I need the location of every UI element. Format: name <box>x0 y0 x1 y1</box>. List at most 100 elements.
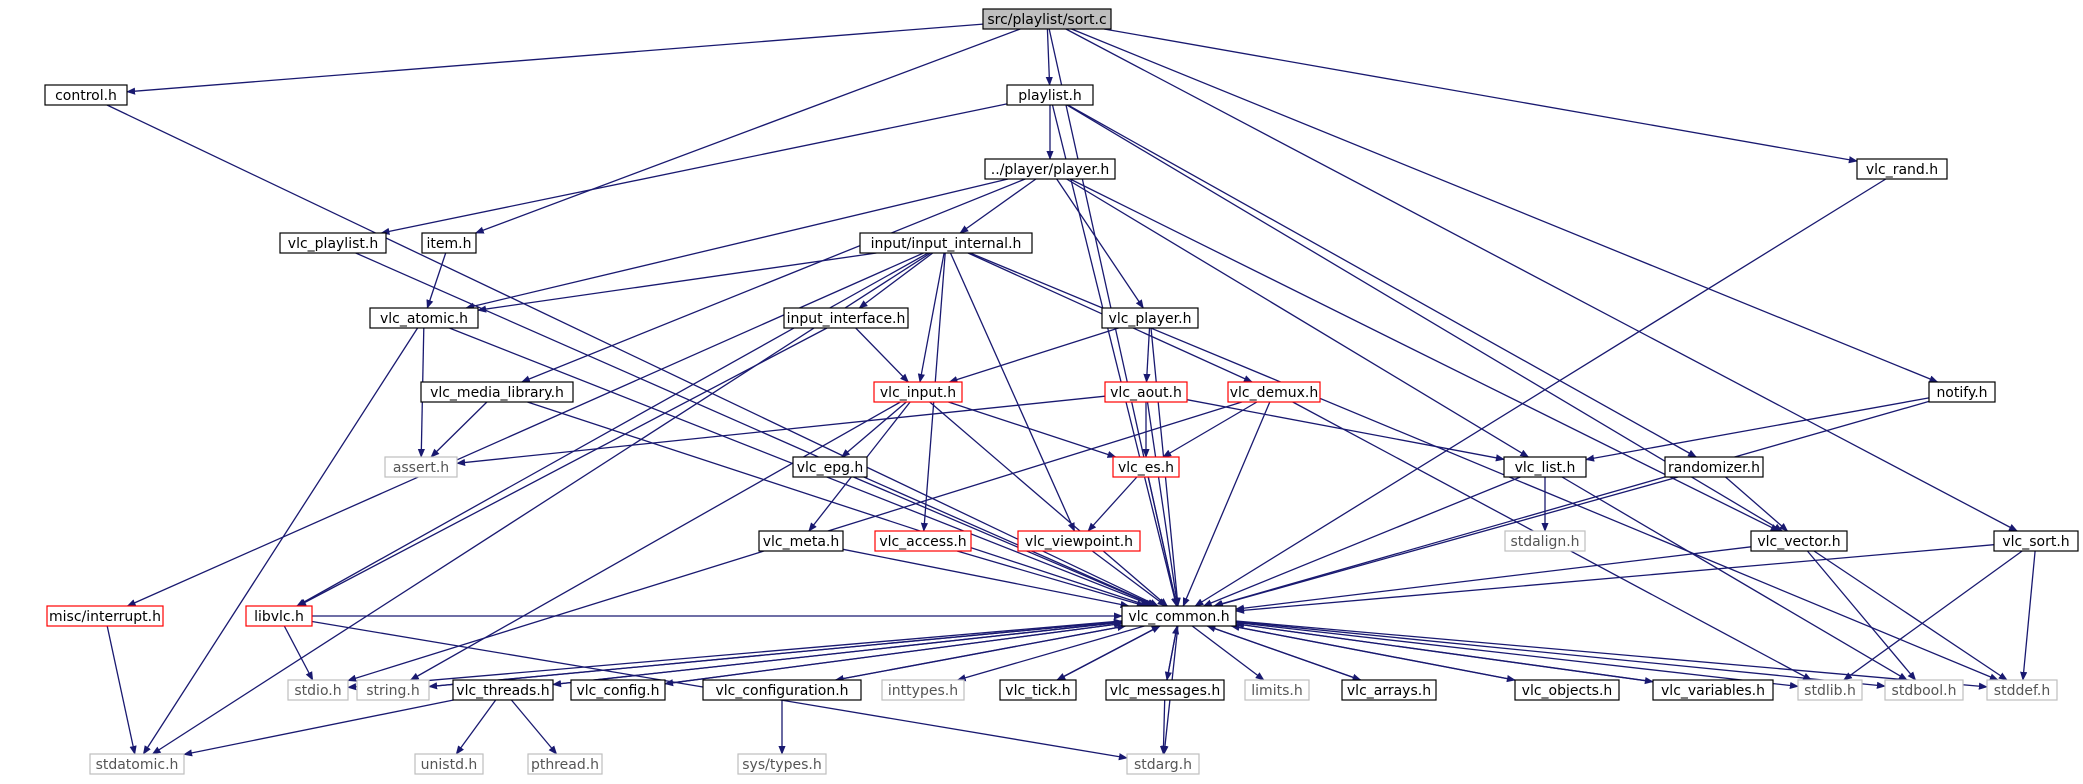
node-vlc-tick-h[interactable]: vlc_tick.h <box>999 679 1077 701</box>
node-label: sys/types.h <box>742 757 821 773</box>
edge-control_h-to-vlc_common_h <box>106 104 1159 607</box>
node-control-h[interactable]: control.h <box>44 84 128 106</box>
node-vlc-sort-h[interactable]: vlc_sort.h <box>1993 530 2079 552</box>
node-vlc-playlist-h[interactable]: vlc_playlist.h <box>279 232 387 254</box>
node-stddef-h[interactable]: stddef.h <box>1986 679 2058 701</box>
node-vlc-vector-h[interactable]: vlc_vector.h <box>1750 530 1848 552</box>
node-vlc-configuration-h[interactable]: vlc_configuration.h <box>702 679 862 701</box>
node-assert-h[interactable]: assert.h <box>384 456 458 478</box>
node-vlc-es-h[interactable]: vlc_es.h <box>1112 456 1180 478</box>
edge-vlc_player_h-to-vlc_aout_h <box>1143 327 1151 383</box>
node-sys-types-h[interactable]: sys/types.h <box>737 753 827 775</box>
node-vlc-player-h[interactable]: vlc_player.h <box>1101 307 1199 329</box>
node-box <box>1750 530 1848 552</box>
node-vlc-messages-h[interactable]: vlc_messages.h <box>1105 679 1225 701</box>
node-libvlc-h[interactable]: libvlc.h <box>245 605 313 627</box>
edge-input_interface_h-to-libvlc_h <box>297 327 828 607</box>
node-stdalign-h[interactable]: stdalign.h <box>1504 530 1586 552</box>
node-stdio-h[interactable]: stdio.h <box>287 679 349 701</box>
node-vlc-config-h[interactable]: vlc_config.h <box>570 679 666 701</box>
node-vlc-arrays-h[interactable]: vlc_arrays.h <box>1341 679 1437 701</box>
node-stdbool-h[interactable]: stdbool.h <box>1884 679 1964 701</box>
node-item-h[interactable]: item.h <box>421 232 477 254</box>
edge-vlc_common_h-to-stdlib_h <box>1235 621 1799 690</box>
node-vlc-list-h[interactable]: vlc_list.h <box>1503 456 1587 478</box>
edge-vlc_sort_h-to-stddef_h <box>2020 550 2036 681</box>
node-vlc-epg-h[interactable]: vlc_epg.h <box>792 456 868 478</box>
node-label: string.h <box>366 683 420 699</box>
node-label: vlc_variables.h <box>1661 683 1765 699</box>
node-label: vlc_messages.h <box>1110 683 1220 699</box>
edge-player_h-to-vlc_list_h <box>1066 178 1530 458</box>
node-box <box>46 605 164 627</box>
node-vlc-media-library-h[interactable]: vlc_media_library.h <box>420 381 574 403</box>
node-unistd-h[interactable]: unistd.h <box>414 753 484 775</box>
node-vlc-meta-h[interactable]: vlc_meta.h <box>758 530 844 552</box>
edge-sort_c-to-playlist_h <box>1045 28 1053 86</box>
edge-vlc_common_h-to-stdio_h <box>347 620 1123 691</box>
node-box <box>737 753 827 775</box>
node-label: stdatomic.h <box>96 757 179 773</box>
node-playlist-h[interactable]: playlist.h <box>1006 84 1094 106</box>
node-box <box>245 605 313 627</box>
node-notify-h[interactable]: notify.h <box>1928 381 1996 403</box>
node-box <box>1126 753 1200 775</box>
node-box <box>984 158 1116 180</box>
node-box <box>1104 381 1188 403</box>
node-vlc-rand-h[interactable]: vlc_rand.h <box>1856 158 1948 180</box>
node-misc-interrupt-h[interactable]: misc/interrupt.h <box>46 605 164 627</box>
node-box <box>792 456 868 478</box>
node-vlc-aout-h[interactable]: vlc_aout.h <box>1104 381 1188 403</box>
node-box <box>356 679 430 701</box>
edge-playlist_h-to-vlc_playlist_h <box>380 103 1008 235</box>
node-box <box>783 307 909 329</box>
node-stdarg-h[interactable]: stdarg.h <box>1126 753 1200 775</box>
node-label: src/playlist/sort.c <box>987 12 1106 28</box>
edge-vlc_threads_h-to-unistd_h <box>455 699 497 755</box>
node-input-interface-h[interactable]: input_interface.h <box>783 307 909 329</box>
node-input-internal-h[interactable]: input/input_internal.h <box>859 232 1033 254</box>
edge-player_h-to-vlc_media_library_h <box>520 178 1026 383</box>
node-box <box>859 232 1033 254</box>
node-box <box>1504 530 1586 552</box>
node-box <box>414 753 484 775</box>
node-vlc-objects-h[interactable]: vlc_objects.h <box>1514 679 1620 701</box>
node-label: vlc_objects.h <box>1522 683 1613 699</box>
node-player-h[interactable]: ../player/player.h <box>984 158 1116 180</box>
edge-vlc_aout_h-to-vlc_common_h <box>1146 401 1180 607</box>
node-label: stddef.h <box>1994 683 2050 699</box>
node-vlc-viewpoint-h[interactable]: vlc_viewpoint.h <box>1017 530 1141 552</box>
node-stdlib-h[interactable]: stdlib.h <box>1797 679 1863 701</box>
node-vlc-access-h[interactable]: vlc_access.h <box>874 530 972 552</box>
edge-sort_c-to-vlc_sort_h <box>1065 28 2018 532</box>
node-vlc-demux-h[interactable]: vlc_demux.h <box>1227 381 1321 403</box>
node-label: stdarg.h <box>1134 757 1192 773</box>
edge-vlc_messages_h-to-vlc_common_h <box>1166 625 1180 681</box>
node-label: vlc_media_library.h <box>430 385 564 401</box>
node-box <box>1664 456 1764 478</box>
node-pthread-h[interactable]: pthread.h <box>527 753 603 775</box>
node-vlc-common-h[interactable]: vlc_common.h <box>1121 605 1237 627</box>
node-label: inttypes.h <box>888 683 958 699</box>
node-box <box>1928 381 1996 403</box>
node-vlc-input-h[interactable]: vlc_input.h <box>873 381 963 403</box>
node-string-h[interactable]: string.h <box>356 679 430 701</box>
node-vlc-threads-h[interactable]: vlc_threads.h <box>452 679 554 701</box>
edge-vlc_meta_h-to-vlc_common_h <box>842 548 1130 608</box>
node-box <box>570 679 666 701</box>
node-vlc-variables-h[interactable]: vlc_variables.h <box>1652 679 1774 701</box>
edge-notify_h-to-vlc_list_h <box>1585 397 1930 462</box>
node-limits-h[interactable]: limits.h <box>1244 679 1310 701</box>
node-label: unistd.h <box>421 757 478 773</box>
node-label: input/input_internal.h <box>871 236 1022 252</box>
node-stdatomic-h[interactable]: stdatomic.h <box>89 753 185 775</box>
node-inttypes-h[interactable]: inttypes.h <box>881 679 965 701</box>
node-label: vlc_vector.h <box>1757 534 1840 550</box>
node-box <box>1503 456 1587 478</box>
node-vlc-atomic-h[interactable]: vlc_atomic.h <box>369 307 479 329</box>
node-label: libvlc.h <box>254 609 304 625</box>
edge-vlc_atomic_h-to-stdatomic_h <box>142 327 419 755</box>
node-randomizer-h[interactable]: randomizer.h <box>1664 456 1764 478</box>
node-box <box>1986 679 2058 701</box>
